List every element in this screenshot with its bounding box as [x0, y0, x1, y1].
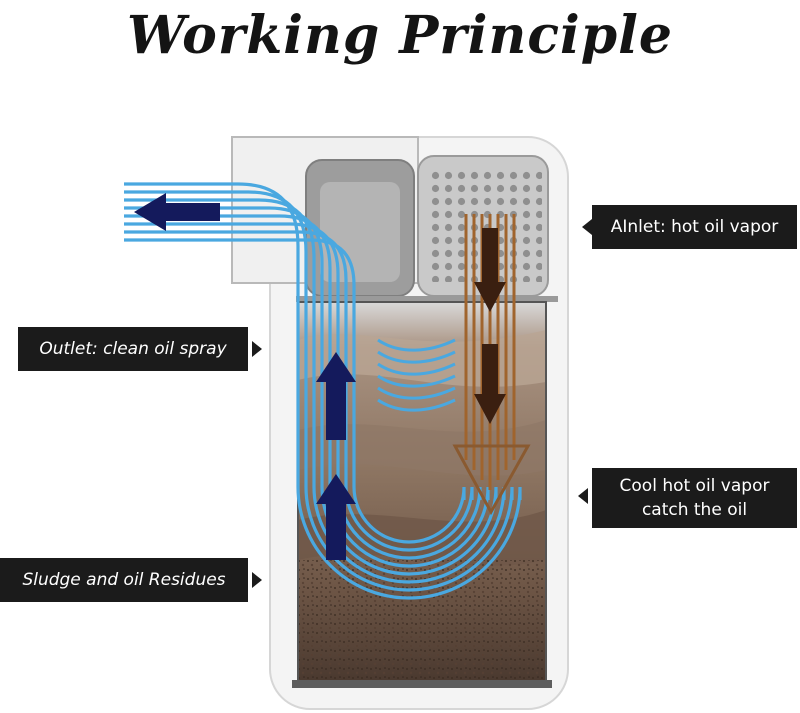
- label-inlet: AInlet: hot oil vapor: [592, 205, 797, 249]
- label-outlet-pointer: [252, 341, 262, 357]
- label-sludge-text: Sludge and oil Residues: [22, 570, 226, 590]
- label-outlet-text: Outlet: clean oil spray: [39, 339, 227, 359]
- outlet-flow-line: [124, 214, 490, 568]
- label-sludge-pointer: [252, 572, 262, 588]
- outlet-flow-line: [124, 238, 466, 544]
- outlet-left-arrow: [134, 193, 220, 231]
- label-cool-line1: Cool hot oil vapor: [619, 476, 770, 496]
- label-sludge: Sludge and oil Residues: [0, 558, 248, 602]
- label-outlet: Outlet: clean oil spray: [18, 327, 248, 371]
- label-inlet-text: AInlet: hot oil vapor: [610, 217, 779, 237]
- cooling-outline-arrow: [452, 444, 531, 516]
- label-cool-pointer: [578, 488, 588, 504]
- label-inlet-pointer: [582, 219, 592, 235]
- page-title: Working Principle: [127, 5, 673, 66]
- label-cool: Cool hot oil vapor catch the oil: [592, 468, 797, 528]
- outlet-flow-line: [124, 182, 522, 600]
- inlet-down-arrows: [474, 228, 506, 424]
- label-cool-line2: catch the oil: [641, 500, 748, 520]
- interior-wisp-lines: [377, 338, 456, 412]
- outlet-up-arrows: [316, 352, 356, 560]
- outlet-flow-lines: [124, 182, 522, 600]
- sludge-layer: [298, 560, 546, 682]
